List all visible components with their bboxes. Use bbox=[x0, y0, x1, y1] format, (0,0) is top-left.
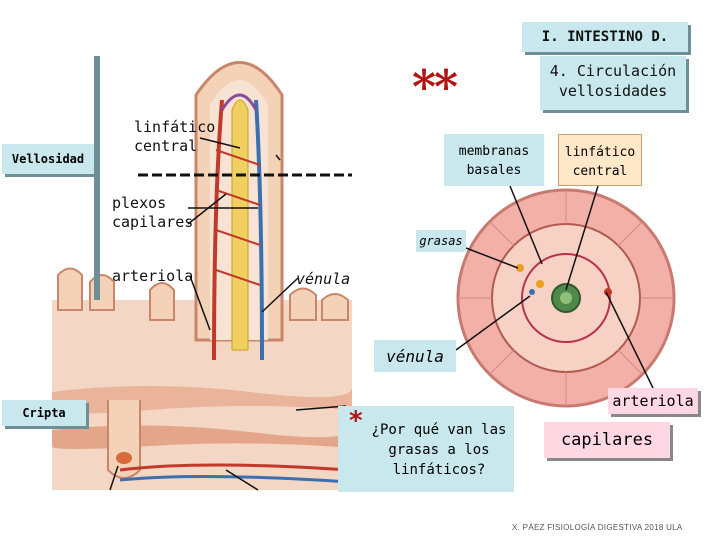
side-villi bbox=[57, 267, 349, 321]
label-linfatico-central-right: linfático central bbox=[558, 134, 642, 186]
label-linfatico-central-left: linfático central bbox=[134, 118, 216, 155]
venule-dot bbox=[529, 289, 535, 295]
fat-droplet bbox=[536, 280, 544, 288]
pointer-lines bbox=[109, 137, 654, 491]
crypt-base-cell bbox=[116, 452, 132, 464]
label-capilares: capilares bbox=[544, 422, 670, 458]
submucosal-vein bbox=[119, 474, 351, 484]
double-asterisk-mark: ** bbox=[412, 60, 458, 114]
cross-section-cells bbox=[458, 190, 674, 406]
lacteal-vessel bbox=[231, 99, 249, 351]
crypt-shape bbox=[107, 400, 141, 479]
label-arteriola-left: arteriola bbox=[112, 267, 194, 285]
fat-droplet bbox=[516, 264, 524, 272]
credit-footer: X. PÁEZ FISIOLOGÍA DIGESTIVA 2018 ULA bbox=[512, 523, 683, 532]
label-venula-left: vénula bbox=[296, 270, 351, 288]
left-divider-bar bbox=[94, 56, 100, 300]
label-cripta: Cripta bbox=[2, 400, 86, 426]
label-arteriola-right: arteriola bbox=[608, 388, 698, 414]
venule-vessel bbox=[254, 99, 264, 361]
cross-section-lacteal-lumen bbox=[560, 292, 572, 304]
capillary-plexus bbox=[215, 149, 261, 286]
section-title: I. INTESTINO D. bbox=[522, 22, 688, 52]
question-box: * ¿Por qué van las grasas a los linfátic… bbox=[338, 406, 514, 492]
cross-section-capillary-ring bbox=[521, 253, 611, 343]
label-grasas: grasas bbox=[416, 230, 466, 252]
section-subtitle: 4. Circulación vellosidades bbox=[540, 56, 686, 110]
label-venula-right: vénula bbox=[374, 340, 456, 372]
label-membranas-basales: membranas basales bbox=[444, 134, 544, 186]
label-plexos-capilares: plexos capilares bbox=[112, 194, 194, 231]
question-text: ¿Por qué van las grasas a los linfáticos… bbox=[371, 422, 507, 478]
submucosal-artery bbox=[119, 463, 351, 472]
question-asterisk: * bbox=[348, 406, 364, 436]
capillary-loop bbox=[220, 93, 258, 111]
arteriole-vessel bbox=[212, 99, 224, 361]
label-vellosidad: Vellosidad bbox=[2, 144, 94, 174]
arteriole-dot bbox=[604, 288, 612, 296]
